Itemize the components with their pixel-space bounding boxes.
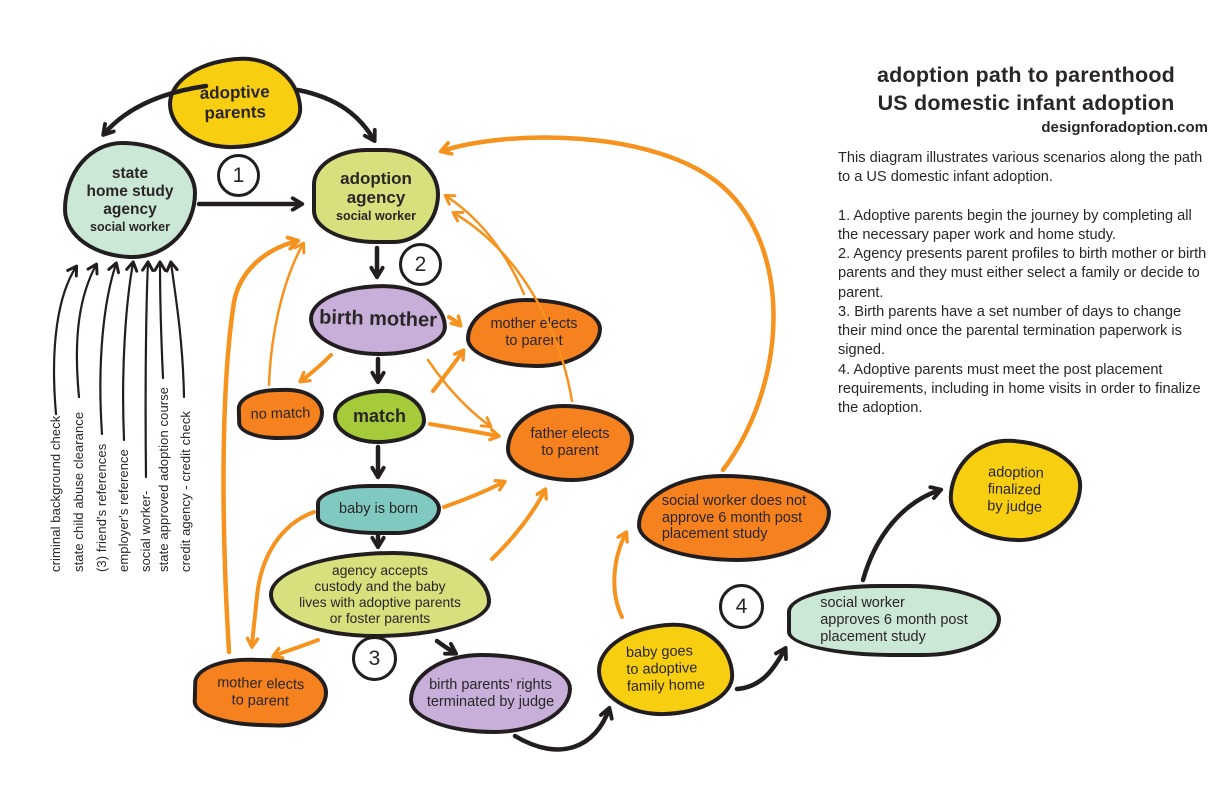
- checklist-item-criminal-background: criminal background check: [48, 415, 63, 572]
- node-label: adoption agency: [340, 168, 412, 208]
- arrow-swapprove-to-finalized: [860, 485, 944, 583]
- page-title-line1: adoption path to parenthood: [877, 63, 1175, 87]
- node-label: no match: [250, 404, 311, 423]
- node-label: birth mother: [318, 306, 438, 332]
- checklist-item-employers-reference: employer's reference: [116, 449, 131, 572]
- node-agency-accepts-custody: agency accepts custody and the baby live…: [269, 551, 491, 638]
- node-sublabel: social worker: [336, 208, 416, 223]
- node-social-worker-does-not-approve: social worker does not approve 6 month p…: [637, 474, 831, 562]
- node-social-worker-approves: social worker approves 6 month post plac…: [787, 584, 1001, 657]
- arrow-custody-to-fatherelects: [490, 487, 548, 561]
- node-birth-parents-rights-terminated: birth parents’ rights terminated by judg…: [409, 653, 572, 734]
- arrow-babyhome-to-swapprove: [734, 645, 788, 692]
- description-intro: This diagram illustrates various scenari…: [838, 150, 1203, 186]
- node-adoption-finalized-by-judge: adoption finalized by judge: [947, 437, 1084, 544]
- node-label: social worker does not approve 6 month p…: [661, 492, 807, 543]
- checklist-item-friends-references: (3) friend's references: [94, 443, 109, 572]
- node-mother-elects-to-parent-2: mother elects to parent: [192, 656, 329, 729]
- arrow-babyborn-to-fatherelects: [442, 479, 507, 509]
- node-no-match: no match: [236, 386, 325, 442]
- checklist-item-social-worker: social worker-: [138, 490, 153, 572]
- arrow-nomatch-to-agency: [267, 241, 306, 387]
- node-label: mother elects to parent: [217, 674, 305, 710]
- website-url: designforadoption.com: [1041, 119, 1208, 137]
- node-adoptive-parents: adoptive parents: [166, 55, 304, 151]
- checklist-item-credit-check: credit agency - credit check: [178, 410, 193, 572]
- description-step-1: 1. Adoptive parents begin the journey by…: [838, 207, 1192, 243]
- arrow-custody-to-motherelects2: [271, 638, 320, 660]
- node-label: social worker approves 6 month post plac…: [820, 595, 968, 645]
- node-baby-goes-to-adoptive-home: baby goes to adoptive family home: [595, 621, 736, 718]
- node-label: match: [352, 406, 406, 427]
- step-number: 3: [368, 646, 381, 670]
- step-marker-1: 1: [217, 154, 260, 197]
- node-label: birth parents’ rights terminated by judg…: [426, 676, 555, 710]
- node-label: state home study agency: [86, 165, 174, 219]
- step-number: 4: [735, 594, 748, 618]
- node-sublabel: social worker: [90, 220, 170, 235]
- arrow-custody-to-rights: [434, 638, 459, 656]
- arrow-match-to-motherelects1: [431, 348, 466, 393]
- description-step-4: 4. Adoptive parents must meet the post p…: [838, 361, 1201, 417]
- step-marker-3: 3: [352, 636, 397, 681]
- description-step-2: 2. Agency presents parent profiles to bi…: [838, 246, 1207, 301]
- description-step-3: 3. Birth parents have a set number of da…: [838, 303, 1182, 359]
- node-birth-mother: birth mother: [308, 282, 448, 358]
- step-number: 1: [232, 163, 245, 187]
- node-baby-is-born: baby is born: [316, 484, 441, 535]
- node-adoption-agency: adoption agency social worker: [312, 148, 440, 244]
- node-match: match: [333, 389, 426, 444]
- description-block: This diagram illustrates various scenari…: [838, 149, 1212, 418]
- arrow-birthmother-to-fatherelects: [426, 358, 493, 429]
- arrow-motherelects1-to-agency: [443, 193, 526, 296]
- checklist-item-child-abuse-clearance: state child abuse clearance: [71, 411, 86, 572]
- node-father-elects-to-parent: father elects to parent: [506, 404, 634, 482]
- header: adoption path to parenthood US domestic …: [836, 62, 1216, 136]
- checklist-item-adoption-course: state approved adoption course: [156, 386, 171, 572]
- node-label: adoption finalized by judge: [987, 464, 1044, 516]
- node-label: baby goes to adoptive family home: [625, 643, 706, 695]
- node-label: father elects to parent: [530, 426, 610, 459]
- node-label: adoptive parents: [199, 82, 270, 123]
- page-title-line2: US domestic infant adoption: [877, 90, 1175, 115]
- node-state-home-study: state home study agency social worker: [63, 141, 197, 259]
- arrow-babyhome-to-swnotapprove: [612, 530, 629, 619]
- arrow-birthmother-to-nomatch: [298, 353, 333, 384]
- node-label: agency accepts custody and the baby live…: [299, 562, 461, 626]
- arrow-adoptive-to-agency: [295, 87, 377, 144]
- step-number: 2: [414, 252, 427, 276]
- node-label: baby is born: [339, 501, 418, 518]
- arrow-birthmother-to-motherelects1: [447, 314, 463, 328]
- step-marker-4: 4: [719, 584, 764, 629]
- node-label: mother elects to parent: [490, 316, 578, 349]
- step-marker-2: 2: [399, 243, 442, 286]
- arrow-match-to-fatherelects: [428, 422, 501, 442]
- node-mother-elects-to-parent-1: mother elects to parent: [466, 298, 602, 368]
